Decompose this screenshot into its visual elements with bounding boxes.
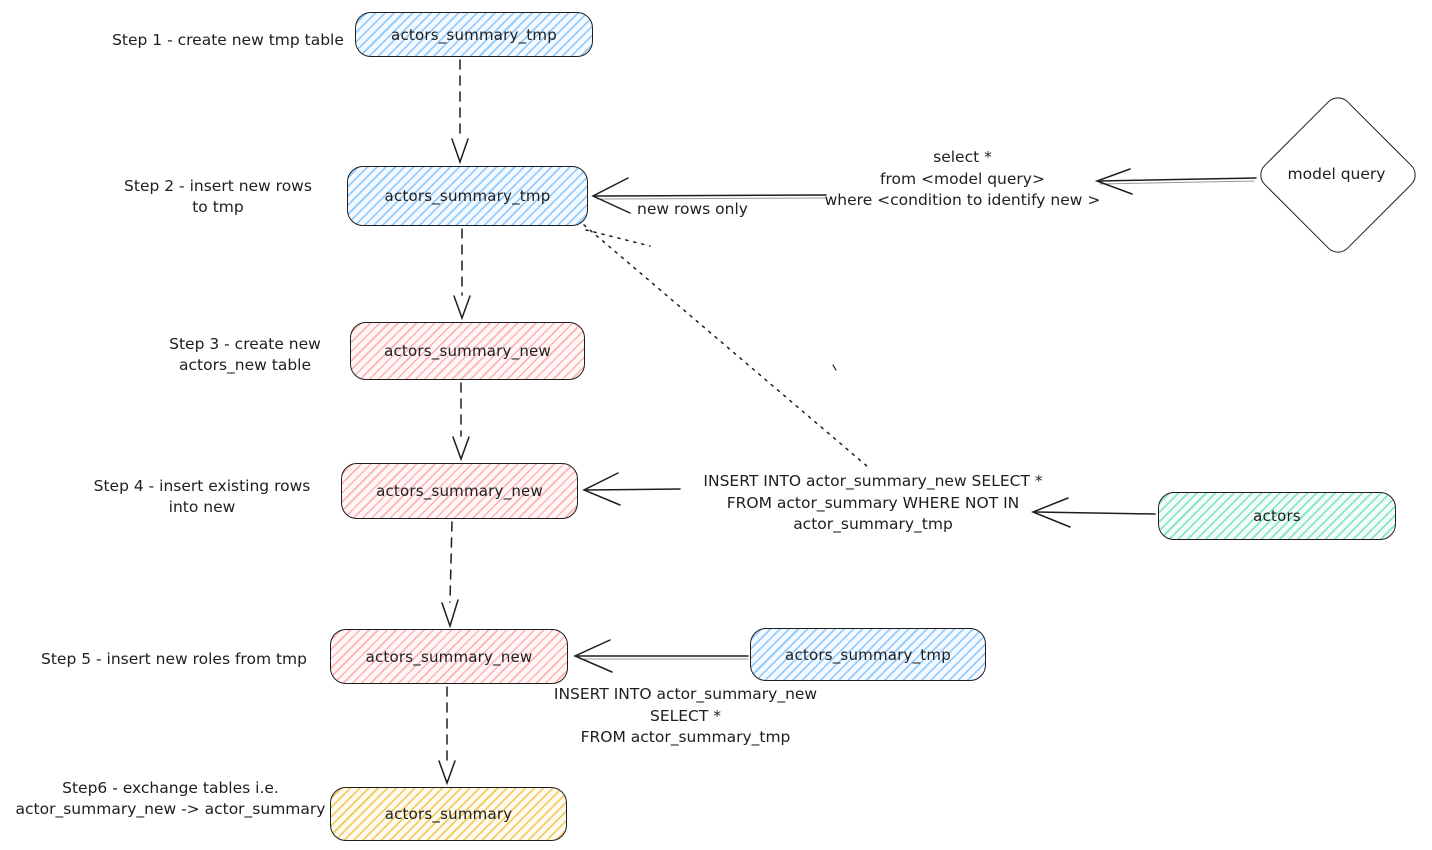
node-label: actors (1253, 507, 1301, 525)
step1-label: Step 1 - create new tmp table (112, 31, 344, 49)
arrow-insert4-step4 (582, 472, 681, 506)
arrow-step5-step6-head (438, 760, 456, 786)
step5-label: Step 5 - insert new roles from tmp (41, 650, 307, 668)
node-step3-actors-summary-new: actors_summary_new (350, 322, 585, 380)
step6-label: Step6 - exchange tables i.e. actor_summa… (15, 779, 326, 818)
node-step4-actors-summary-new: actors_summary_new (341, 463, 578, 519)
node-step6-actors-summary: actors_summary (330, 787, 567, 841)
arrow-tmp-step5 (573, 639, 749, 673)
node-label: model query (1287, 164, 1386, 183)
arrow-select-step2 (591, 177, 827, 214)
arrow-step2-step3-head (453, 295, 471, 321)
node-label: actors_summary_tmp (785, 645, 951, 664)
arrow-step1-step2-head (451, 138, 469, 165)
arrow-step4-step5-head (441, 599, 459, 629)
node-source-actors-summary-tmp: actors_summary_tmp (750, 628, 986, 681)
arrow-actors-insert4 (1030, 497, 1156, 528)
node-label: actors_summary_new (365, 647, 533, 666)
node-actors: actors (1158, 492, 1396, 540)
node-step1-actors-summary-tmp: actors_summary_tmp (355, 12, 593, 57)
step3-label: Step 3 - create new actors_new table (169, 335, 321, 374)
arrow-modelquery-select (1094, 168, 1257, 195)
node-label: actors_summary_new (384, 342, 551, 360)
annotation-new-rows-only: new rows only (637, 200, 748, 218)
node-step2-actors-summary-tmp: actors_summary_tmp (347, 166, 588, 226)
stray-mark (832, 364, 837, 371)
node-step5-actors-summary-new: actors_summary_new (330, 629, 568, 684)
step4-label: Step 4 - insert existing rows into new (93, 477, 311, 516)
node-model-query: model query (1254, 91, 1421, 258)
annotation-insert-step5: INSERT INTO actor_summary_new SELECT * F… (553, 685, 818, 746)
arrow-step4-step5 (449, 521, 453, 603)
arrow-step3-step4-head (452, 436, 470, 462)
annotation-select-query: select * from <model query> where <condi… (824, 148, 1101, 209)
node-label: actors_summary_tmp (384, 187, 551, 205)
dotted-step2-insert4 (583, 224, 869, 468)
node-label: actors_summary_tmp (391, 25, 557, 44)
node-label: actors_summary_new (376, 482, 543, 500)
node-label: actors_summary (384, 805, 513, 823)
step2-label: Step 2 - insert new rows to tmp (124, 177, 312, 216)
annotation-insert-step4: INSERT INTO actor_summary_new SELECT * F… (703, 472, 1043, 533)
